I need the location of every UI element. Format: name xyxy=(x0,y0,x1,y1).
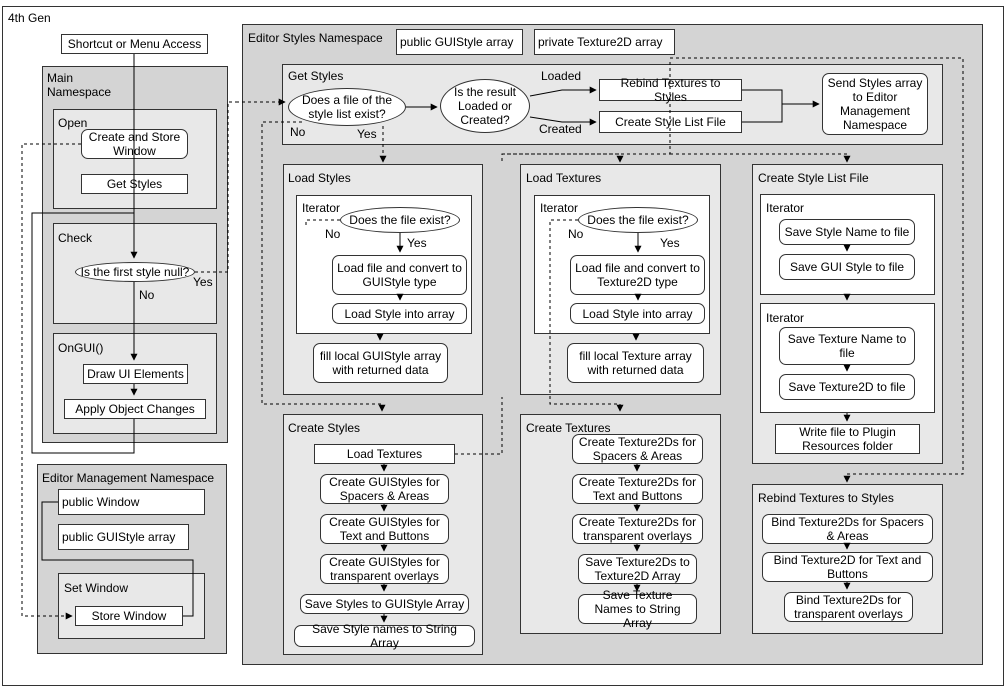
editor-public-guistyle-box: public GUIStyle array xyxy=(396,29,523,55)
save-texture2d-box: Save Texture2D to file xyxy=(779,374,915,400)
lt-no-label: No xyxy=(568,227,584,241)
load-textures-title: Load Textures xyxy=(526,171,602,185)
ct-spacers-box: Create Texture2Ds for Spacers & Areas xyxy=(572,434,703,464)
cs-spacers-box: Create GUIStyles for Spacers & Areas xyxy=(320,474,449,504)
draw-ui-box: Draw UI Elements xyxy=(83,364,188,384)
check-yes-label: Yes xyxy=(193,275,213,289)
cl-iterator-2-title: Iterator xyxy=(766,311,805,325)
set-window-title: Set Window xyxy=(64,581,129,595)
gs-loaded-label: Loaded xyxy=(541,69,582,83)
private-texture-box: private Texture2D array xyxy=(534,29,675,55)
rebind-dash-a xyxy=(501,62,671,164)
store-window-dash xyxy=(21,143,81,620)
check-no-label: No xyxy=(139,288,155,302)
shortcut-box: Shortcut or Menu Access xyxy=(61,34,208,54)
mgmt-title: Editor Management Namespace xyxy=(42,471,215,485)
q1-no-dash xyxy=(261,121,386,412)
lt-file-exists-decision: Does the file exist? xyxy=(578,207,698,233)
lt-load-into-box: Load Style into array xyxy=(570,303,705,324)
file-exists-decision: Does a file of the style list exist? xyxy=(288,88,406,126)
rebind-title: Rebind Textures to Styles xyxy=(758,491,894,505)
save-gui-style-box: Save GUI Style to file xyxy=(779,254,915,280)
write-file-box: Write file to Plugin Resources folder xyxy=(775,424,920,454)
cs-save-names-box: Save Style names to String Array xyxy=(294,622,475,650)
gs-no-label: No xyxy=(290,125,306,139)
created-arrow xyxy=(529,116,597,126)
save-style-name-box: Save Style Name to file xyxy=(779,219,915,245)
public-window-box: public Window xyxy=(58,489,205,515)
ct-save-textures-box: Save Texture2Ds to Texture2D Array xyxy=(578,554,697,584)
ls-load-into-box: Load Style into array xyxy=(332,303,467,324)
mgmt-window-line xyxy=(41,501,194,617)
check-title: Check xyxy=(58,231,93,245)
lt-fill-box: fill local Texture array with returned d… xyxy=(567,343,704,383)
first-style-null-decision: Is the first style null? xyxy=(75,262,195,282)
get-styles-title: Get Styles xyxy=(288,69,344,83)
gs-yes-label: Yes xyxy=(357,127,377,141)
cs-save-styles-box: Save Styles to GUIStyle Array xyxy=(300,594,469,614)
ongui-loop-line xyxy=(31,212,135,454)
cs-load-textures-dash xyxy=(455,397,503,455)
yes-to-editor-dash xyxy=(195,101,236,273)
to-create-list-dash xyxy=(670,153,851,163)
editor-title: Editor Styles Namespace xyxy=(248,31,383,45)
bind-overlays-box: Bind Texture2Ds for transparent overlays xyxy=(784,592,913,622)
cl-iterator-1-title: Iterator xyxy=(766,201,805,215)
cs-overlays-box: Create GUIStyles for transparent overlay… xyxy=(320,554,449,584)
merge-line xyxy=(742,89,783,123)
lt-yes-label: Yes xyxy=(660,236,680,250)
ct-overlays-box: Create Texture2Ds for transparent overla… xyxy=(572,514,703,544)
ct-save-names-box: Save Texture Names to String Array xyxy=(578,588,697,630)
diagram-title: 4th Gen xyxy=(8,11,51,25)
ls-load-convert-box: Load file and convert to GUIStyle type xyxy=(332,255,467,295)
ls-iterator-title: Iterator xyxy=(302,201,341,215)
ls-yes-label: Yes xyxy=(407,236,427,250)
bind-text-buttons-box: Bind Texture2D for Text and Buttons xyxy=(762,552,933,582)
apply-changes-box: Apply Object Changes xyxy=(64,399,206,419)
lt-load-convert-box: Load file and convert to Texture2D type xyxy=(570,255,705,295)
ls-no-label: No xyxy=(325,227,341,241)
ct-text-buttons-box: Create Texture2Ds for Text and Buttons xyxy=(572,474,703,504)
mgmt-public-guistyle-box: public GUIStyle array xyxy=(58,524,189,550)
cs-load-textures-box: Load Textures xyxy=(314,444,455,464)
ongui-title: OnGUI() xyxy=(58,341,104,355)
create-textures-title: Create Textures xyxy=(526,421,611,435)
ls-fill-box: fill local GUIStyle array with returned … xyxy=(313,343,448,383)
create-list-title: Create Style List File xyxy=(758,171,869,185)
send-styles-box: Send Styles array to Editor Management N… xyxy=(822,73,928,135)
lt-no-dash xyxy=(549,219,624,412)
loaded-or-created-decision: Is the result Loaded or Created? xyxy=(440,79,530,133)
cs-text-buttons-box: Create GUIStyles for Text and Buttons xyxy=(320,514,449,544)
open-title: Open xyxy=(58,116,88,130)
to-rebind-dash xyxy=(670,57,964,483)
ls-no-dash xyxy=(305,219,340,226)
rebind-to-lt-dash xyxy=(502,153,624,163)
lt-iterator-title: Iterator xyxy=(540,201,579,215)
loaded-arrow xyxy=(529,86,597,97)
rebind-textures-box: Rebind Textures to Styles xyxy=(599,76,742,104)
ls-file-exists-decision: Does the file exist? xyxy=(340,207,460,233)
main-namespace-title: Main Namespace xyxy=(47,71,112,99)
load-styles-title: Load Styles xyxy=(288,171,351,185)
gs-created-label: Created xyxy=(539,122,582,136)
create-styles-title: Create Styles xyxy=(288,421,361,435)
save-texture-name-box: Save Texture Name to file xyxy=(779,327,915,365)
store-window-box: Store Window xyxy=(75,606,183,626)
